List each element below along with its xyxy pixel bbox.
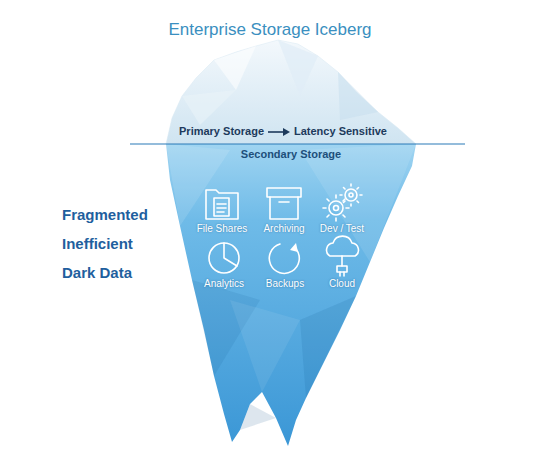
problem-label: Inefficient xyxy=(62,235,133,253)
tier-label: Secondary Storage xyxy=(241,148,341,161)
folder-icon xyxy=(206,190,238,219)
icon-label: Cloud xyxy=(329,278,355,290)
archive-box-icon xyxy=(267,188,301,219)
tier-label: Primary Storage xyxy=(179,125,264,138)
icon-label: Archiving xyxy=(263,223,304,235)
iceberg-body xyxy=(166,144,416,446)
iceberg-tip xyxy=(166,40,416,144)
pie-chart-icon xyxy=(209,243,239,273)
diagram-title: Enterprise Storage Iceberg xyxy=(168,20,371,40)
problem-label: Fragmented xyxy=(62,206,148,224)
flow-arrow xyxy=(268,128,290,136)
icon-label: File Shares xyxy=(197,223,248,235)
icon-label: Dev / Test xyxy=(320,223,364,235)
icon-label: Analytics xyxy=(204,278,244,290)
tier-label: Latency Sensitive xyxy=(294,125,387,138)
gears-icon xyxy=(323,184,362,221)
cloud-plug-icon xyxy=(327,236,359,276)
water-line xyxy=(130,143,465,144)
backup-icon xyxy=(269,243,299,273)
problem-label: Dark Data xyxy=(62,264,132,282)
icon-label: Backups xyxy=(266,278,304,290)
